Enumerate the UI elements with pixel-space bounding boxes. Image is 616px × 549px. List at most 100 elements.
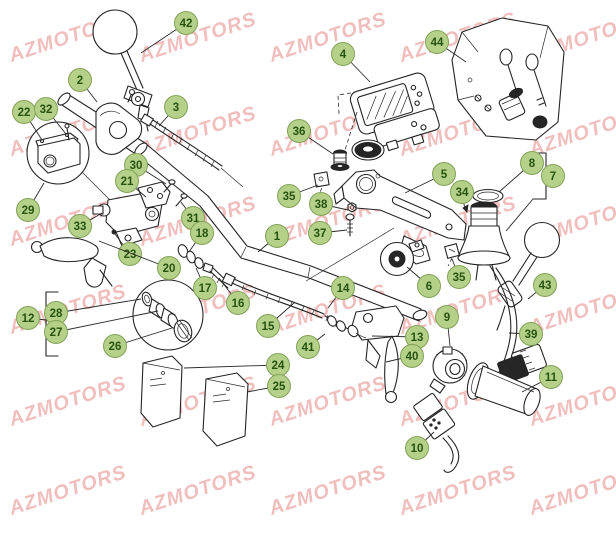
callout-number: 34 <box>456 187 469 199</box>
kill-switch-drawing <box>413 392 460 473</box>
parts-bags-drawing <box>140 355 249 447</box>
callout-8: 8 <box>498 151 544 193</box>
callout-leader-line <box>98 240 170 269</box>
master-cylinder-drawing <box>92 179 188 247</box>
callout-9: 9 <box>435 305 459 347</box>
callout-number: 12 <box>22 313 35 325</box>
callout-number: 43 <box>539 280 552 292</box>
callout-1: 1 <box>257 224 289 253</box>
callout-16: 16 <box>218 277 250 315</box>
callout-circle <box>256 314 280 338</box>
callout-number: 10 <box>411 443 424 455</box>
callout-41: 41 <box>296 333 326 359</box>
callout-circle <box>435 305 459 329</box>
callout-number: 37 <box>314 228 327 240</box>
callout-7: 7 <box>541 164 565 188</box>
callout-37: 37 <box>308 221 348 245</box>
bar-clamp-drawing <box>379 239 425 277</box>
callout-number: 14 <box>337 283 350 295</box>
callout-20: 20 <box>98 240 181 280</box>
callout-42: 42 <box>140 11 198 54</box>
callout-circle <box>447 265 471 289</box>
callout-leader-line <box>183 364 279 369</box>
callout-circle <box>541 164 565 188</box>
callout-circle <box>425 30 449 54</box>
callout-3: 3 <box>158 95 188 127</box>
hardware-bag-drawing <box>451 17 565 141</box>
callout-38: 38 <box>309 192 349 216</box>
callout-circle <box>405 436 429 460</box>
callout-17: 17 <box>193 267 217 300</box>
callout-number: 33 <box>74 221 87 233</box>
callout-27: 27 <box>44 310 159 344</box>
callout-circle <box>331 276 355 300</box>
callout-number: 35 <box>283 191 296 203</box>
callout-number: 21 <box>121 176 134 188</box>
callout-number: 24 <box>272 360 285 372</box>
callout-number: 3 <box>173 102 179 114</box>
callout-number: 15 <box>262 321 275 333</box>
callout-12: 12 <box>16 306 47 330</box>
callout-number: 20 <box>163 263 176 275</box>
washer-stack-drawing <box>177 244 232 289</box>
callout-circle <box>331 42 355 66</box>
reservoir-magnifier-drawing <box>26 121 111 201</box>
callout-circle <box>16 306 40 330</box>
callout-circle <box>309 192 333 216</box>
clutch-lever-drawing <box>351 305 405 404</box>
callout-32: 32 <box>34 97 67 135</box>
callout-2: 2 <box>68 68 98 103</box>
callout-number: 16 <box>232 298 245 310</box>
callout-circle <box>118 242 142 266</box>
callout-number: 2 <box>77 75 83 87</box>
callout-circle <box>115 169 139 193</box>
callout-circle <box>432 162 456 186</box>
callout-circle <box>417 274 441 298</box>
callout-circle <box>68 214 92 238</box>
callout-number: 41 <box>302 342 315 354</box>
callout-number: 32 <box>40 104 53 116</box>
callout-number: 18 <box>196 228 209 240</box>
speedometer-drawing <box>337 72 440 152</box>
callout-circle <box>267 374 291 398</box>
callout-circle <box>533 273 557 297</box>
callout-number: 25 <box>273 381 286 393</box>
callout-10: 10 <box>405 431 435 460</box>
callout-number: 36 <box>293 126 306 138</box>
callout-39: 39 <box>508 322 543 346</box>
choke-lever-drawing <box>496 221 561 331</box>
twist-grip-drawing <box>466 362 541 416</box>
callout-circle <box>400 344 424 368</box>
callout-circle <box>296 335 320 359</box>
callout-34: 34 <box>450 180 474 211</box>
callout-circle <box>287 119 311 143</box>
callout-14: 14 <box>327 276 355 309</box>
rubber-mounts-drawing <box>330 139 385 171</box>
callout-24: 24 <box>183 353 290 377</box>
callout-28: 28 <box>44 298 142 325</box>
callout-circle <box>157 256 181 280</box>
callout-number: 22 <box>18 107 31 119</box>
callout-23: 23 <box>114 233 142 266</box>
callout-number: 38 <box>315 199 328 211</box>
callout-circle <box>539 365 563 389</box>
callout-number: 5 <box>441 169 448 181</box>
callout-circle <box>308 221 332 245</box>
throttle-perch-drawing <box>95 88 143 155</box>
callout-11: 11 <box>521 365 563 393</box>
callout-4: 4 <box>331 42 371 83</box>
callout-number: 44 <box>431 37 444 49</box>
callout-circle <box>520 151 544 175</box>
callout-number: 13 <box>411 332 424 344</box>
callout-43: 43 <box>527 273 557 300</box>
callout-35: 35 <box>447 258 471 289</box>
callout-31: 31 <box>180 201 205 230</box>
rubber-pad-tags-drawing <box>313 171 460 267</box>
callout-40: 40 <box>385 344 424 368</box>
callout-circle <box>193 276 217 300</box>
callout-26: 26 <box>103 327 173 358</box>
callout-circle <box>174 11 198 35</box>
callout-33: 33 <box>68 212 103 238</box>
